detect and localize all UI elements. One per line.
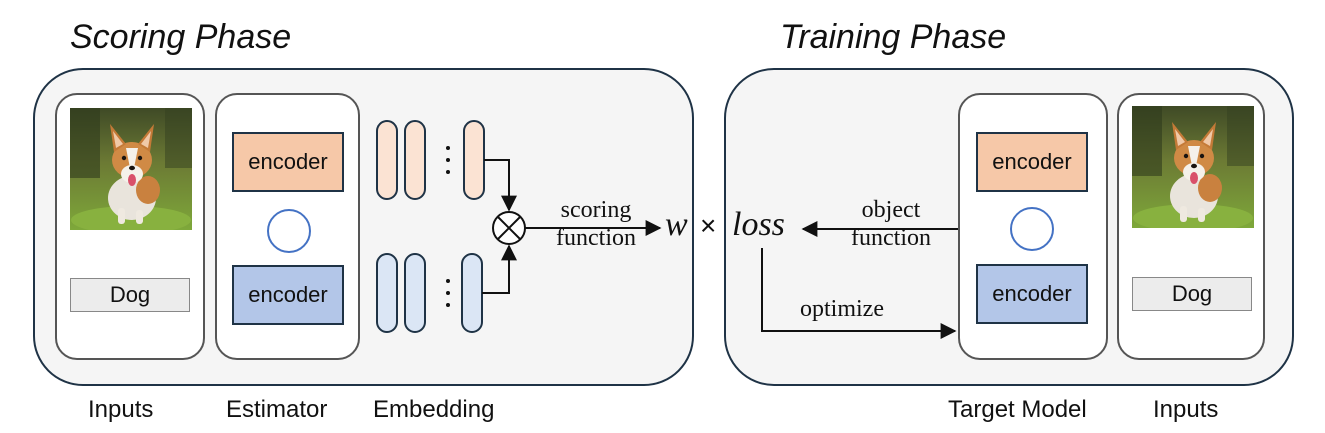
scoring-phase-title: Scoring Phase (70, 18, 292, 56)
scoring-label-dog: Dog (70, 278, 190, 312)
embedding-bar-bottom-2 (404, 253, 426, 333)
arrow-bottom-to-multiply (482, 244, 517, 294)
training-label-dog: Dog (1132, 277, 1252, 311)
scoring-function-line2: function (556, 225, 636, 251)
training-phase-title: Training Phase (780, 18, 1007, 56)
target-encoder-top: encoder (976, 132, 1088, 192)
ellipsis-dot (446, 303, 450, 307)
arrow-top-to-multiply (484, 159, 517, 212)
ellipsis-dot (446, 291, 450, 295)
optimize-label: optimize (800, 296, 884, 322)
caption-scoring-inputs: Inputs (88, 396, 154, 423)
ellipsis-dot (446, 170, 450, 174)
times-symbol: × (700, 210, 717, 241)
scoring-function-line1: scoring (560, 197, 632, 223)
loss-symbol: loss (732, 206, 785, 243)
weight-symbol: w (665, 206, 688, 243)
target-circle-icon (1010, 207, 1054, 251)
object-function-line2: function (851, 225, 931, 251)
estimator-encoder-top: encoder (232, 132, 344, 192)
ellipsis-dot (446, 146, 450, 150)
corgi-dog-photo-icon (70, 108, 192, 230)
caption-embedding: Embedding (373, 396, 495, 423)
caption-target-model: Target Model (948, 396, 1087, 423)
object-function-label: object function (836, 196, 946, 252)
embedding-bar-bottom-3 (461, 253, 483, 333)
ellipsis-dot (446, 158, 450, 162)
embedding-bar-top-3 (463, 120, 485, 200)
object-function-line1: object (861, 197, 921, 223)
estimator-encoder-bottom: encoder (232, 265, 344, 325)
dog-image-training (1132, 106, 1254, 228)
ellipsis-dot (446, 279, 450, 283)
scoring-function-label: scoring function (538, 196, 654, 252)
embedding-bar-top-1 (376, 120, 398, 200)
embedding-bar-top-2 (404, 120, 426, 200)
caption-training-inputs: Inputs (1153, 396, 1219, 423)
circled-times-icon (492, 211, 526, 245)
arrow-optimize (761, 248, 957, 339)
caption-estimator: Estimator (226, 396, 328, 423)
embedding-bar-bottom-1 (376, 253, 398, 333)
dog-image-scoring (70, 108, 192, 230)
target-encoder-bottom: encoder (976, 264, 1088, 324)
corgi-dog-photo-icon (1132, 106, 1254, 228)
estimator-circle-icon (267, 209, 311, 253)
